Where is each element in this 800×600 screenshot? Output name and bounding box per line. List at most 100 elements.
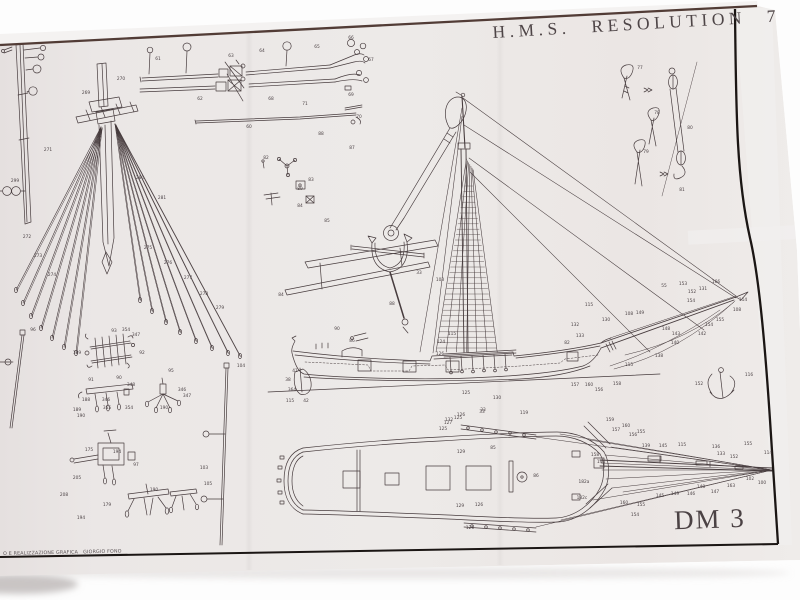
spars-drawing: [139, 39, 369, 125]
part-number-label: 208: [59, 492, 69, 498]
part-number-label: 279: [215, 305, 225, 311]
part-number-label: 88: [318, 131, 324, 137]
part-number-label: 67: [368, 57, 374, 63]
part-number-label: 194: [76, 515, 86, 521]
part-number-label: 60: [246, 124, 252, 130]
part-number-label: 132: [444, 417, 454, 423]
part-number-label: 80: [687, 125, 693, 131]
part-number-label: 154: [686, 298, 696, 304]
part-number-label: 277: [183, 275, 193, 281]
part-number-label: 62: [197, 96, 203, 102]
part-number-label: 125: [453, 415, 463, 421]
part-number-label: 364: [287, 387, 297, 393]
part-number-label: 82: [564, 340, 570, 346]
part-number-label: 78: [654, 110, 660, 116]
part-number-label: 100: [757, 480, 767, 486]
part-number-label: 114: [763, 450, 773, 456]
part-number-label: 188: [81, 397, 91, 403]
part-number-label: 85: [490, 445, 496, 451]
part-number-label: 61: [155, 56, 161, 62]
part-number-label: 125: [438, 426, 448, 432]
part-number-label: 145: [655, 493, 665, 499]
part-number-label: 77: [637, 65, 643, 71]
part-number-label: 83: [308, 177, 314, 183]
part-number-label: 93: [111, 328, 117, 334]
part-number-label: 84: [297, 203, 303, 209]
part-number-label: 147: [710, 489, 720, 495]
part-number-label: 126: [465, 525, 475, 531]
part-number-label: 140: [670, 340, 680, 346]
part-number-label: 274: [47, 272, 57, 278]
part-number-label: 152: [687, 289, 697, 295]
part-number-label: 89: [297, 186, 303, 192]
part-number-label: 130: [601, 317, 611, 323]
part-number-label: 152: [729, 454, 739, 460]
paper-sheet: [0, 6, 800, 576]
part-number-label: 104: [236, 363, 246, 369]
part-number-label: 157: [611, 427, 621, 433]
part-number-label: 278: [199, 291, 209, 297]
part-number-label: 103: [435, 277, 445, 283]
part-number-label: 160: [619, 500, 629, 506]
part-number-label: 95: [168, 368, 174, 374]
part-number-label: 163: [726, 483, 736, 489]
part-number-label: 355: [102, 405, 112, 411]
part-number-label: 68: [268, 96, 274, 102]
part-number-label: 146: [686, 491, 696, 497]
part-number-label: 273: [33, 253, 43, 259]
part-number-label: 81: [679, 187, 685, 193]
part-number-label: 182c: [576, 495, 588, 501]
part-number-label: 130: [492, 395, 502, 401]
part-number-label: 103: [199, 465, 209, 471]
part-number-label: 79: [643, 149, 649, 155]
part-number-label: 41: [292, 368, 298, 374]
part-number-label: 105: [203, 481, 213, 487]
part-number-label: 132: [570, 322, 580, 328]
part-number-label: 189: [72, 350, 82, 356]
part-number-label: 190: [76, 413, 86, 419]
part-number-label: 126: [474, 502, 484, 508]
part-number-label: 115: [584, 302, 594, 308]
part-number-label: 347: [131, 332, 141, 338]
masthead-rigging-drawing: [14, 62, 242, 359]
part-number-label: 90: [116, 375, 122, 381]
part-number-label: 131: [698, 286, 708, 292]
deck-plan-drawing: [276, 421, 773, 533]
part-number-label: 190: [149, 487, 159, 493]
part-number-label: 175: [84, 447, 94, 453]
part-number-label: 354: [121, 327, 131, 333]
part-number-label: 346: [177, 387, 187, 393]
part-number-label: 190: [159, 405, 169, 411]
part-number-label: 348: [126, 382, 136, 388]
part-number-label: 136: [711, 444, 721, 450]
part-number-label: 87: [349, 145, 355, 151]
part-number-label: 33: [480, 407, 486, 413]
ship-side-profile-drawing: [267, 91, 749, 399]
part-number-label: 272: [22, 234, 32, 240]
part-number-label: 115: [447, 331, 457, 337]
part-number-label: 55: [661, 283, 667, 289]
part-number-label: 269: [81, 90, 91, 96]
part-number-label: 155: [743, 441, 753, 447]
part-number-label: 299: [10, 178, 20, 184]
part-number-label: 148: [661, 326, 671, 332]
part-number-label: 115: [624, 362, 634, 368]
part-number-label: 65: [314, 44, 320, 50]
part-number-label: 194: [112, 449, 122, 455]
part-number-label: 149: [670, 491, 680, 497]
part-number-label: 156: [628, 432, 638, 438]
part-number-label: 133: [716, 451, 726, 457]
spare-topmast-drawing: [0, 43, 46, 366]
fittings-detail-drawing: [261, 157, 315, 206]
part-number-label: 90: [334, 326, 340, 332]
part-number-label: 148: [696, 484, 706, 490]
part-number-label: 115: [677, 442, 687, 448]
part-number-label: 129: [456, 449, 466, 455]
part-number-label: 64: [259, 48, 265, 54]
part-number-label: 153: [678, 281, 688, 287]
part-number-label: 159: [605, 417, 615, 423]
part-number-label: 154: [704, 322, 714, 328]
part-number-label: 86: [533, 473, 539, 479]
